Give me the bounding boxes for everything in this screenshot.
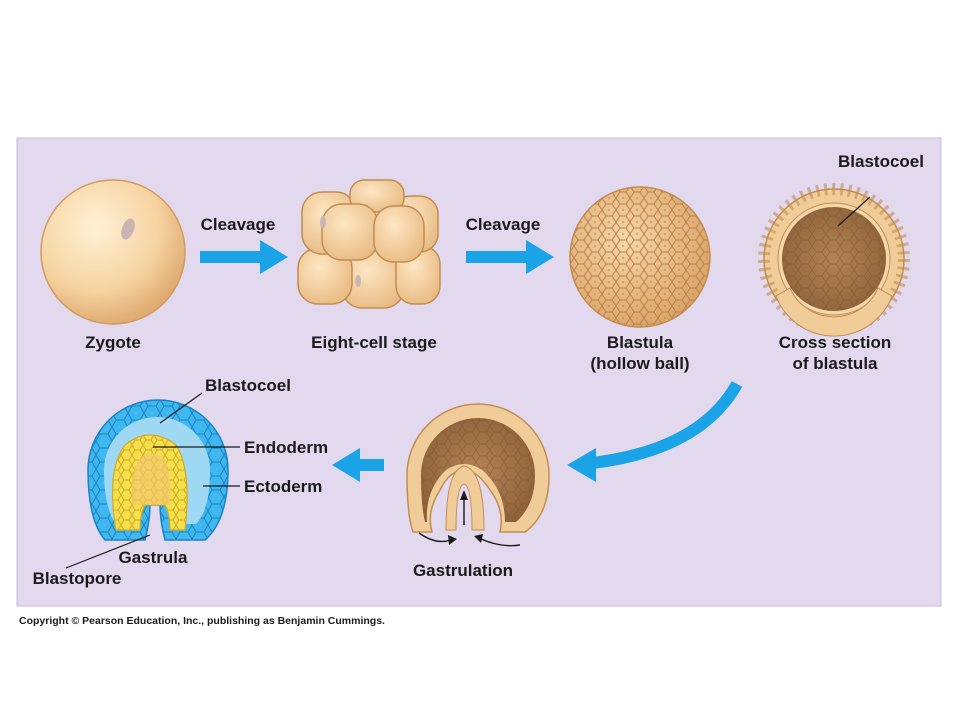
cleavage-label-2: Cleavage — [466, 215, 541, 234]
cleavage-arrow-2 — [466, 240, 554, 274]
blastocoel-top-pointer — [837, 196, 871, 227]
cross-section-label: Cross section — [779, 333, 891, 352]
blastocoel-top-label: Blastocoel — [838, 152, 924, 171]
eight-cell-label: Eight-cell stage — [311, 333, 437, 352]
eight-cell-illustration — [297, 179, 441, 309]
copyright-notice: Copyright © Pearson Education, Inc., pub… — [19, 615, 385, 627]
blastula-label: Blastula — [607, 333, 674, 352]
blastopore-pointer — [65, 534, 151, 569]
blastocoel-gastrula-pointer — [159, 392, 203, 424]
zygote-illustration — [40, 179, 186, 325]
cleavage-label-1: Cleavage — [201, 215, 276, 234]
blastula-cross-section-illustration — [758, 183, 910, 337]
cross-section-sublabel: of blastula — [792, 354, 878, 373]
endoderm-label: Endoderm — [244, 438, 328, 457]
arrow-to-gastrula — [332, 448, 384, 482]
cleavage-arrow-1 — [200, 240, 288, 274]
zygote-label: Zygote — [85, 333, 141, 352]
blastula-sublabel: (hollow ball) — [590, 354, 689, 373]
ectoderm-label: Ectoderm — [244, 477, 322, 496]
gastrulation-label: Gastrulation — [413, 561, 513, 580]
gastrulation-illustration — [406, 403, 550, 547]
blastopore-label: Blastopore — [33, 569, 122, 588]
gastrula-illustration — [87, 399, 229, 541]
blastocoel-gastrula-label: Blastocoel — [205, 376, 291, 395]
gastrula-label: Gastrula — [119, 548, 189, 567]
curved-arrow-to-gastrulation — [567, 380, 743, 482]
blastula-illustration — [569, 186, 711, 328]
